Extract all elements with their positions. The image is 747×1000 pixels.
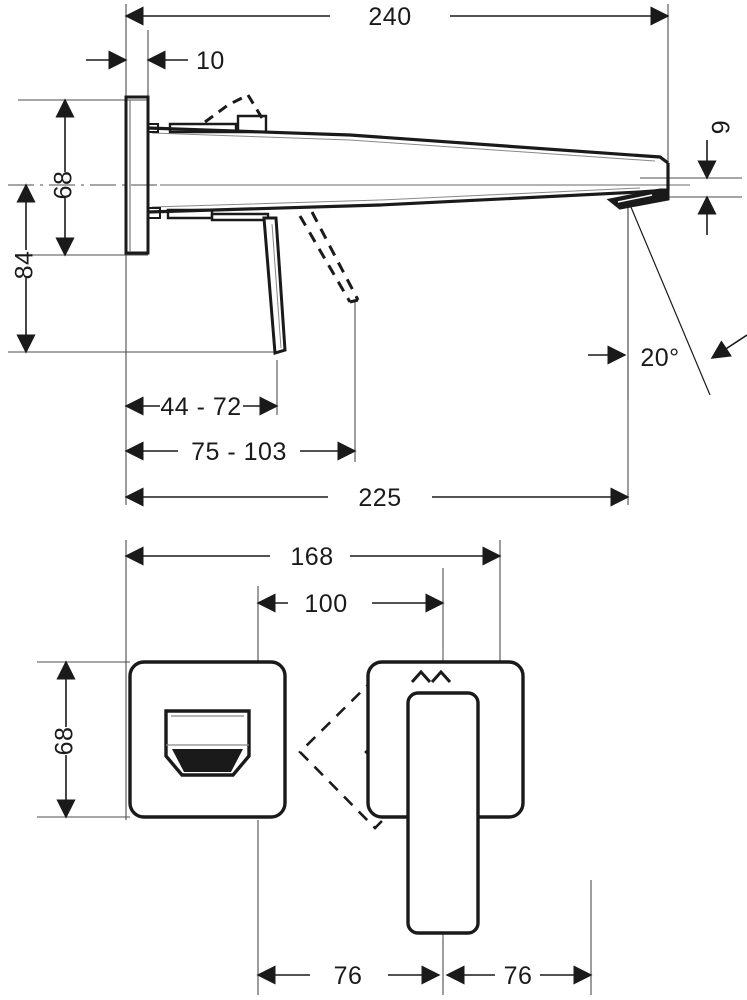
dim-9: 9 [697, 120, 736, 235]
dim-44-72-label: 44 - 72 [160, 393, 241, 421]
lever-handle-front [406, 669, 480, 935]
dim-75-103: 75 - 103 [124, 438, 357, 466]
dim-68-side: 68 [50, 98, 78, 257]
dim-44-72: 44 - 72 [124, 393, 279, 421]
dim-76-left: 76 [256, 962, 441, 990]
dim-168-label: 168 [290, 543, 333, 571]
dim-240: 240 [124, 3, 670, 31]
dim-68-side-label: 68 [50, 171, 78, 200]
dim-240-label: 240 [368, 3, 411, 31]
dim-76-left-label: 76 [334, 962, 363, 990]
handle-alt-position-up [204, 93, 264, 124]
spout-outlet-front [164, 709, 251, 777]
dim-225-label: 225 [358, 484, 401, 512]
dim-76-right-label: 76 [504, 962, 533, 990]
dim-68-front-label: 68 [51, 727, 79, 756]
dim-75-103-label: 75 - 103 [191, 438, 287, 466]
side-extension-lines [8, 4, 742, 505]
dim-84: 84 [11, 183, 39, 354]
dim-10: 10 [86, 47, 225, 75]
dim-225: 225 [124, 484, 630, 512]
dim-84-label: 84 [11, 251, 39, 280]
dim-76-right: 76 [445, 962, 593, 990]
dim-100: 100 [256, 590, 445, 618]
front-view-group: 168 100 68 76 76 [37, 540, 593, 995]
faucet-side-body [124, 95, 670, 355]
dim-168: 168 [124, 543, 502, 571]
dim-20-degree: 20° [588, 199, 747, 400]
dim-100-label: 100 [304, 590, 347, 618]
dim-10-label: 10 [196, 47, 225, 75]
dim-9-label: 9 [708, 120, 736, 134]
dim-20-degree-label: 20° [640, 344, 679, 372]
dim-68-front: 68 [51, 660, 79, 819]
side-view-group: 240 10 68 84 9 [8, 3, 747, 512]
handle-alt-position-down [298, 211, 360, 304]
